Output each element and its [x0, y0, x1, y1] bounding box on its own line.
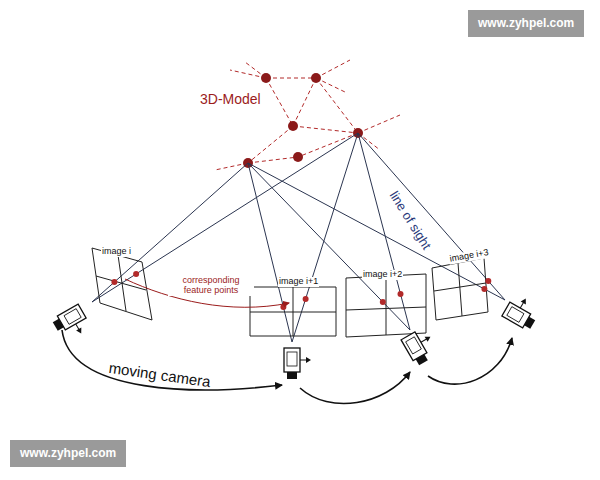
- feature-point: [485, 278, 491, 284]
- model-edge: [230, 70, 266, 78]
- motion-label: moving camera: [108, 360, 212, 391]
- model-edge: [358, 115, 400, 133]
- feature-point: [133, 271, 139, 277]
- model-point: [288, 121, 298, 131]
- model-edge: [293, 126, 358, 133]
- feature-point: [111, 279, 117, 285]
- image-plane: [346, 274, 426, 337]
- model-point: [261, 73, 271, 83]
- model-edge: [298, 133, 358, 157]
- camera-lens: [416, 354, 428, 365]
- image-label: image i+1: [278, 277, 319, 287]
- plane-grid: [386, 276, 387, 335]
- camera-body: [406, 337, 422, 354]
- model-edge: [316, 60, 350, 78]
- sight-line: [248, 163, 505, 300]
- image-plane: [92, 248, 152, 320]
- sight-line: [358, 133, 505, 300]
- model-graph: [215, 60, 400, 170]
- image-label: image i: [101, 247, 132, 257]
- sight-lines: [92, 133, 505, 342]
- camera-axis: [521, 297, 529, 304]
- camera-axis: [306, 357, 311, 363]
- feature-point: [481, 286, 487, 292]
- camera-lens: [524, 317, 535, 329]
- sight-label: line of sight: [386, 188, 434, 253]
- watermark: www.zyhpel.com: [10, 440, 126, 467]
- camera-icon: [51, 304, 91, 343]
- camera-axis: [76, 328, 84, 335]
- sight-line: [92, 133, 358, 302]
- model-point: [293, 152, 303, 162]
- model-edge: [316, 78, 358, 133]
- model-edge: [215, 163, 248, 170]
- plane-grid: [293, 287, 294, 336]
- watermark: www.zyhpel.com: [468, 10, 584, 37]
- camera-body: [287, 352, 297, 366]
- image-plane: [250, 287, 336, 336]
- model-edge: [248, 126, 293, 163]
- camera-lens: [287, 372, 297, 379]
- model-point: [311, 73, 321, 83]
- camera-body: [284, 348, 300, 372]
- image-label: image i+2: [362, 270, 403, 280]
- feature-point: [303, 296, 309, 302]
- image-plane: [432, 258, 488, 320]
- model-edge: [266, 78, 293, 126]
- plane-grid: [458, 263, 462, 316]
- model-edge: [293, 78, 316, 126]
- plane-grid: [118, 255, 126, 311]
- feature-points: [111, 271, 491, 310]
- model-edge: [248, 157, 298, 163]
- feature-point: [398, 291, 404, 297]
- image-planes: [92, 248, 488, 337]
- camera-icon: [401, 326, 440, 366]
- camera-body: [507, 307, 524, 323]
- camera-icon: [284, 348, 311, 379]
- camera-lens: [53, 319, 64, 331]
- camera-axis: [425, 334, 432, 342]
- model-edge: [266, 78, 316, 79]
- sight-line: [292, 133, 358, 342]
- sight-line: [248, 163, 292, 342]
- motion-arrows: [62, 279, 512, 404]
- callout-text: corresponding feature points: [168, 276, 254, 296]
- model-label: 3D-Model: [200, 92, 261, 107]
- camera-body: [64, 309, 81, 325]
- camera-icon: [502, 293, 542, 332]
- feature-point: [380, 299, 386, 305]
